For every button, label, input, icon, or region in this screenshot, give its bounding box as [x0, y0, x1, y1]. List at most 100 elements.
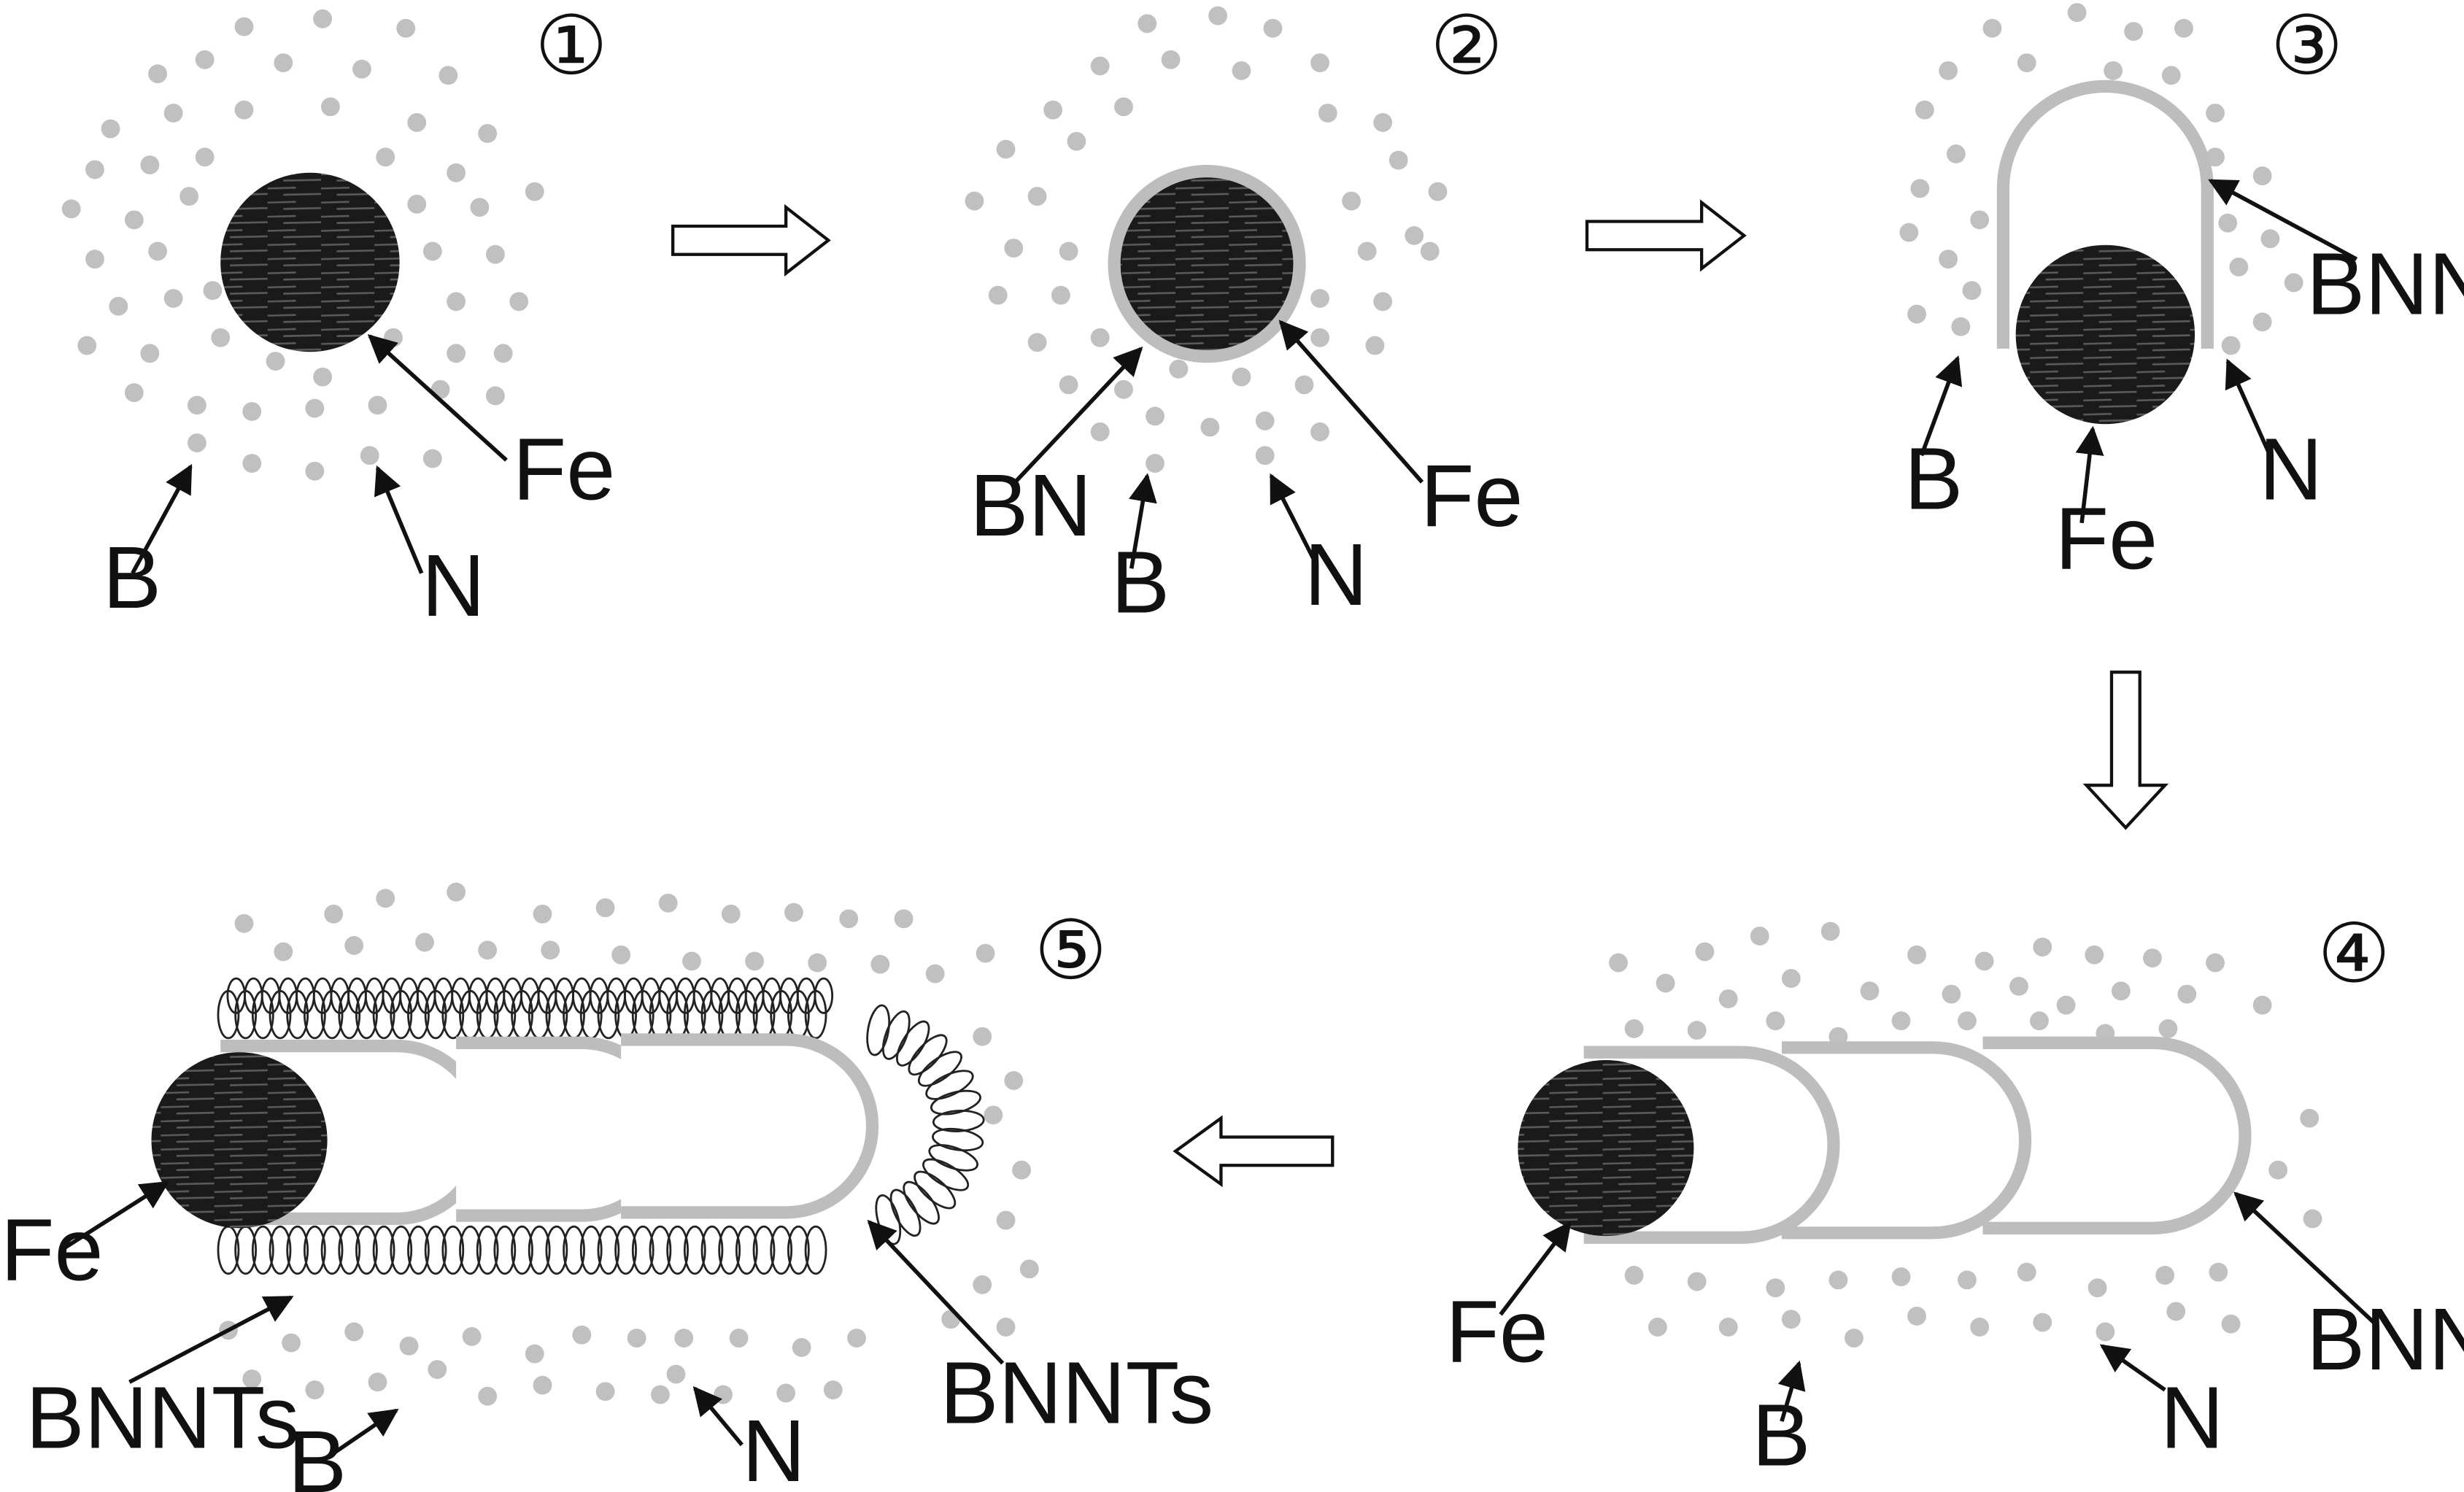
- atom-dot: [1373, 292, 1393, 312]
- atom-dot: [1090, 422, 1110, 441]
- atom-dot: [674, 1329, 694, 1348]
- bnnt-coil-loop: [875, 1194, 902, 1245]
- atom-dot: [2067, 3, 2087, 23]
- bn-label: BN: [970, 456, 1092, 554]
- atom-dot: [792, 1338, 811, 1357]
- atom-dot: [163, 289, 183, 308]
- atom-dot: [274, 942, 293, 962]
- atom-dot: [274, 53, 293, 73]
- atom-dot: [1828, 1270, 1848, 1290]
- atom-dot: [1958, 1270, 1977, 1290]
- atom-dot: [1043, 100, 1063, 120]
- atom-dot: [996, 1210, 1016, 1230]
- atom-dot: [1365, 336, 1385, 355]
- bnnt-coil-loop: [752, 1225, 776, 1275]
- bnnt-coil-loop: [355, 1225, 378, 1275]
- bnnt-coil-loop: [889, 1188, 922, 1237]
- bnnt-coil-loop: [338, 1225, 361, 1275]
- atom-dot: [376, 147, 395, 167]
- atom-cloud-step-1: [61, 9, 544, 481]
- atom-dot: [1907, 1306, 1926, 1326]
- atom-dot: [486, 386, 505, 406]
- atom-dot: [925, 964, 945, 983]
- atom-dot: [1310, 289, 1329, 308]
- atom-dot: [447, 882, 466, 902]
- bnnts-left-label: BNNTs: [26, 1369, 299, 1467]
- atom-dot: [2033, 1313, 2052, 1332]
- atom-dot: [1161, 50, 1181, 69]
- bnnt-coil-loop: [866, 1004, 891, 1056]
- atom-dot: [1891, 1011, 1911, 1031]
- atom-dot: [148, 241, 168, 261]
- atom-dot: [305, 1380, 325, 1399]
- atom-dot: [1970, 1318, 1990, 1337]
- atom-dot: [2124, 22, 2144, 41]
- atom-dot: [1004, 1071, 1024, 1090]
- atom-dot: [2033, 938, 2052, 956]
- n-label: N: [742, 1402, 806, 1492]
- atom-dot: [1310, 422, 1329, 441]
- atom-dot: [344, 935, 364, 955]
- atom-dot: [242, 1369, 262, 1388]
- bnnt-coil-loop: [407, 1225, 430, 1275]
- atom-dot: [2030, 1011, 2049, 1031]
- bnnts-pointer-arrow: [2208, 179, 2358, 261]
- atom-dot: [478, 1386, 498, 1406]
- atom-dot: [1687, 1021, 1707, 1040]
- atom-dot: [2206, 953, 2225, 973]
- atom-dot: [305, 461, 325, 481]
- atom-dot: [2260, 229, 2280, 249]
- atom-dot: [2252, 166, 2272, 186]
- b-label: B: [1111, 533, 1170, 632]
- step-5: ⑤ Fe BNNTs BNNTs B N: [1, 903, 1213, 1492]
- atom-dot: [368, 395, 387, 415]
- atom-dot: [1910, 179, 1930, 198]
- step-2: ② BN Fe B N: [970, 0, 1523, 632]
- atom-dot: [1958, 1011, 1977, 1031]
- atom-dot: [1200, 417, 1220, 437]
- atom-dot: [148, 64, 168, 84]
- atom-dot: [1342, 191, 1362, 211]
- fe-particle: [151, 1052, 328, 1229]
- atom-dot: [61, 199, 81, 219]
- atom-dot: [447, 163, 466, 182]
- flow-arrow-2-to-3: [1585, 199, 1747, 272]
- fe-pointer-arrow: [1278, 320, 1424, 484]
- atom-dot: [1310, 53, 1329, 73]
- bnnts-label: BNNTs: [2306, 1290, 2464, 1388]
- bnnt-coil-loop: [896, 1020, 930, 1067]
- bnnt-coil-loop: [700, 1225, 724, 1275]
- atom-dot: [1019, 1259, 1039, 1279]
- atom-dot: [85, 250, 104, 269]
- atom-dot: [1899, 223, 1919, 242]
- bnnt-coil-loop: [718, 1225, 741, 1275]
- atom-dot: [124, 210, 144, 230]
- bnnt-coil-loop: [372, 1225, 395, 1275]
- atom-dot: [2056, 995, 2076, 1015]
- atom-dot: [808, 953, 827, 973]
- atom-cloud-step-4: [1609, 921, 2322, 1348]
- atom-dot: [493, 344, 513, 363]
- atom-dot: [611, 945, 631, 965]
- bnnt-coil-loop: [666, 1225, 690, 1275]
- bnnt-coil-loop: [476, 1225, 499, 1275]
- bnnt-coil-loop: [881, 1010, 911, 1060]
- atom-dot: [1310, 328, 1329, 347]
- bnnt-coil-loop: [614, 1225, 637, 1275]
- step-number: ③: [2270, 0, 2343, 93]
- atom-dot: [313, 9, 333, 28]
- atom-dot: [595, 898, 615, 918]
- fe-pointer-arrow: [367, 334, 508, 462]
- bnnt-coil-loop: [320, 1225, 344, 1275]
- atom-dot: [1907, 304, 1926, 324]
- atom-dot: [745, 951, 765, 971]
- fe-label: Fe: [1, 1200, 104, 1299]
- flow-arrow-1-to-2: [671, 204, 831, 277]
- b-label: B: [103, 528, 161, 627]
- atom-dot: [984, 1105, 1003, 1125]
- step-number: ②: [1430, 0, 1503, 93]
- atom-dot: [1750, 927, 1769, 946]
- atom-dot: [1860, 981, 1880, 1001]
- atom-dot: [2155, 1266, 2175, 1285]
- atom-dot: [2284, 273, 2303, 293]
